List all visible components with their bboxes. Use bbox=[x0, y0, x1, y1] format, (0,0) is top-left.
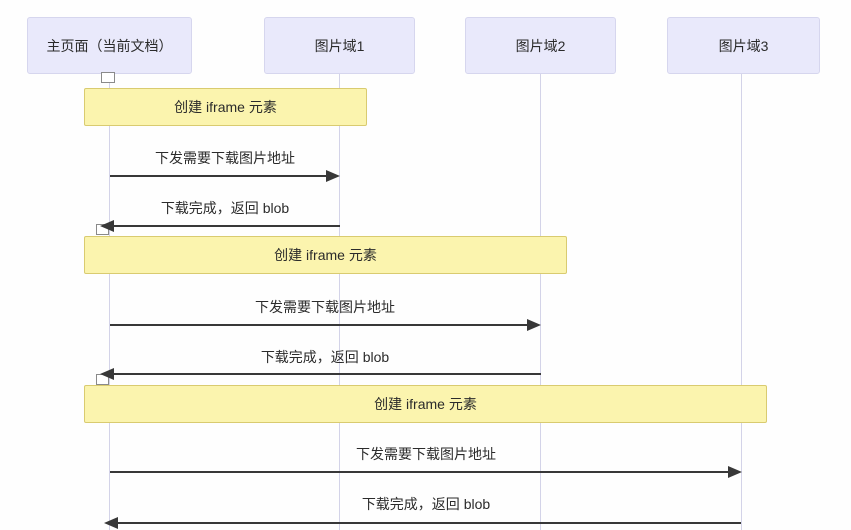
lifeline-image-domain-3 bbox=[741, 74, 742, 530]
participant-label: 图片域1 bbox=[314, 37, 365, 54]
arrowhead-right-icon bbox=[326, 170, 340, 182]
lifeline-image-domain-2 bbox=[540, 74, 541, 530]
message-line bbox=[110, 471, 730, 473]
note-label: 创建 iframe 元素 bbox=[274, 247, 377, 263]
note-label: 创建 iframe 元素 bbox=[174, 99, 277, 115]
message-label: 下载完成，返回 blob bbox=[361, 496, 491, 512]
message-label: 下载完成，返回 blob bbox=[160, 200, 290, 216]
arrowhead-left-icon bbox=[100, 220, 114, 232]
message-label: 下发需要下载图片地址 bbox=[255, 299, 395, 315]
participant-image-domain-1: 图片域1 bbox=[264, 17, 415, 74]
activation-marker bbox=[101, 72, 115, 83]
message-line bbox=[117, 522, 741, 524]
lifeline-image-domain-1 bbox=[339, 74, 340, 530]
arrowhead-right-icon bbox=[728, 466, 742, 478]
message-label: 下载完成，返回 blob bbox=[260, 349, 390, 365]
arrowhead-right-icon bbox=[527, 319, 541, 331]
arrowhead-left-icon bbox=[104, 517, 118, 529]
note-create-iframe-1: 创建 iframe 元素 bbox=[84, 88, 367, 126]
message-label: 下发需要下载图片地址 bbox=[356, 446, 496, 462]
participant-image-domain-2: 图片域2 bbox=[465, 17, 616, 74]
message-line bbox=[110, 324, 529, 326]
participant-image-domain-3: 图片域3 bbox=[667, 17, 820, 74]
participant-main-page: 主页面（当前文档） bbox=[27, 17, 192, 74]
message-line bbox=[113, 225, 340, 227]
message-label: 下发需要下载图片地址 bbox=[155, 150, 295, 166]
participant-label: 主页面（当前文档） bbox=[46, 37, 173, 54]
lifeline-main-page bbox=[109, 74, 110, 530]
participant-label: 图片域2 bbox=[515, 37, 566, 54]
message-line bbox=[113, 373, 541, 375]
message-line bbox=[110, 175, 328, 177]
note-create-iframe-3: 创建 iframe 元素 bbox=[84, 385, 767, 423]
participant-label: 图片域3 bbox=[718, 37, 769, 54]
note-label: 创建 iframe 元素 bbox=[374, 396, 477, 412]
note-create-iframe-2: 创建 iframe 元素 bbox=[84, 236, 567, 274]
arrowhead-left-icon bbox=[100, 368, 114, 380]
